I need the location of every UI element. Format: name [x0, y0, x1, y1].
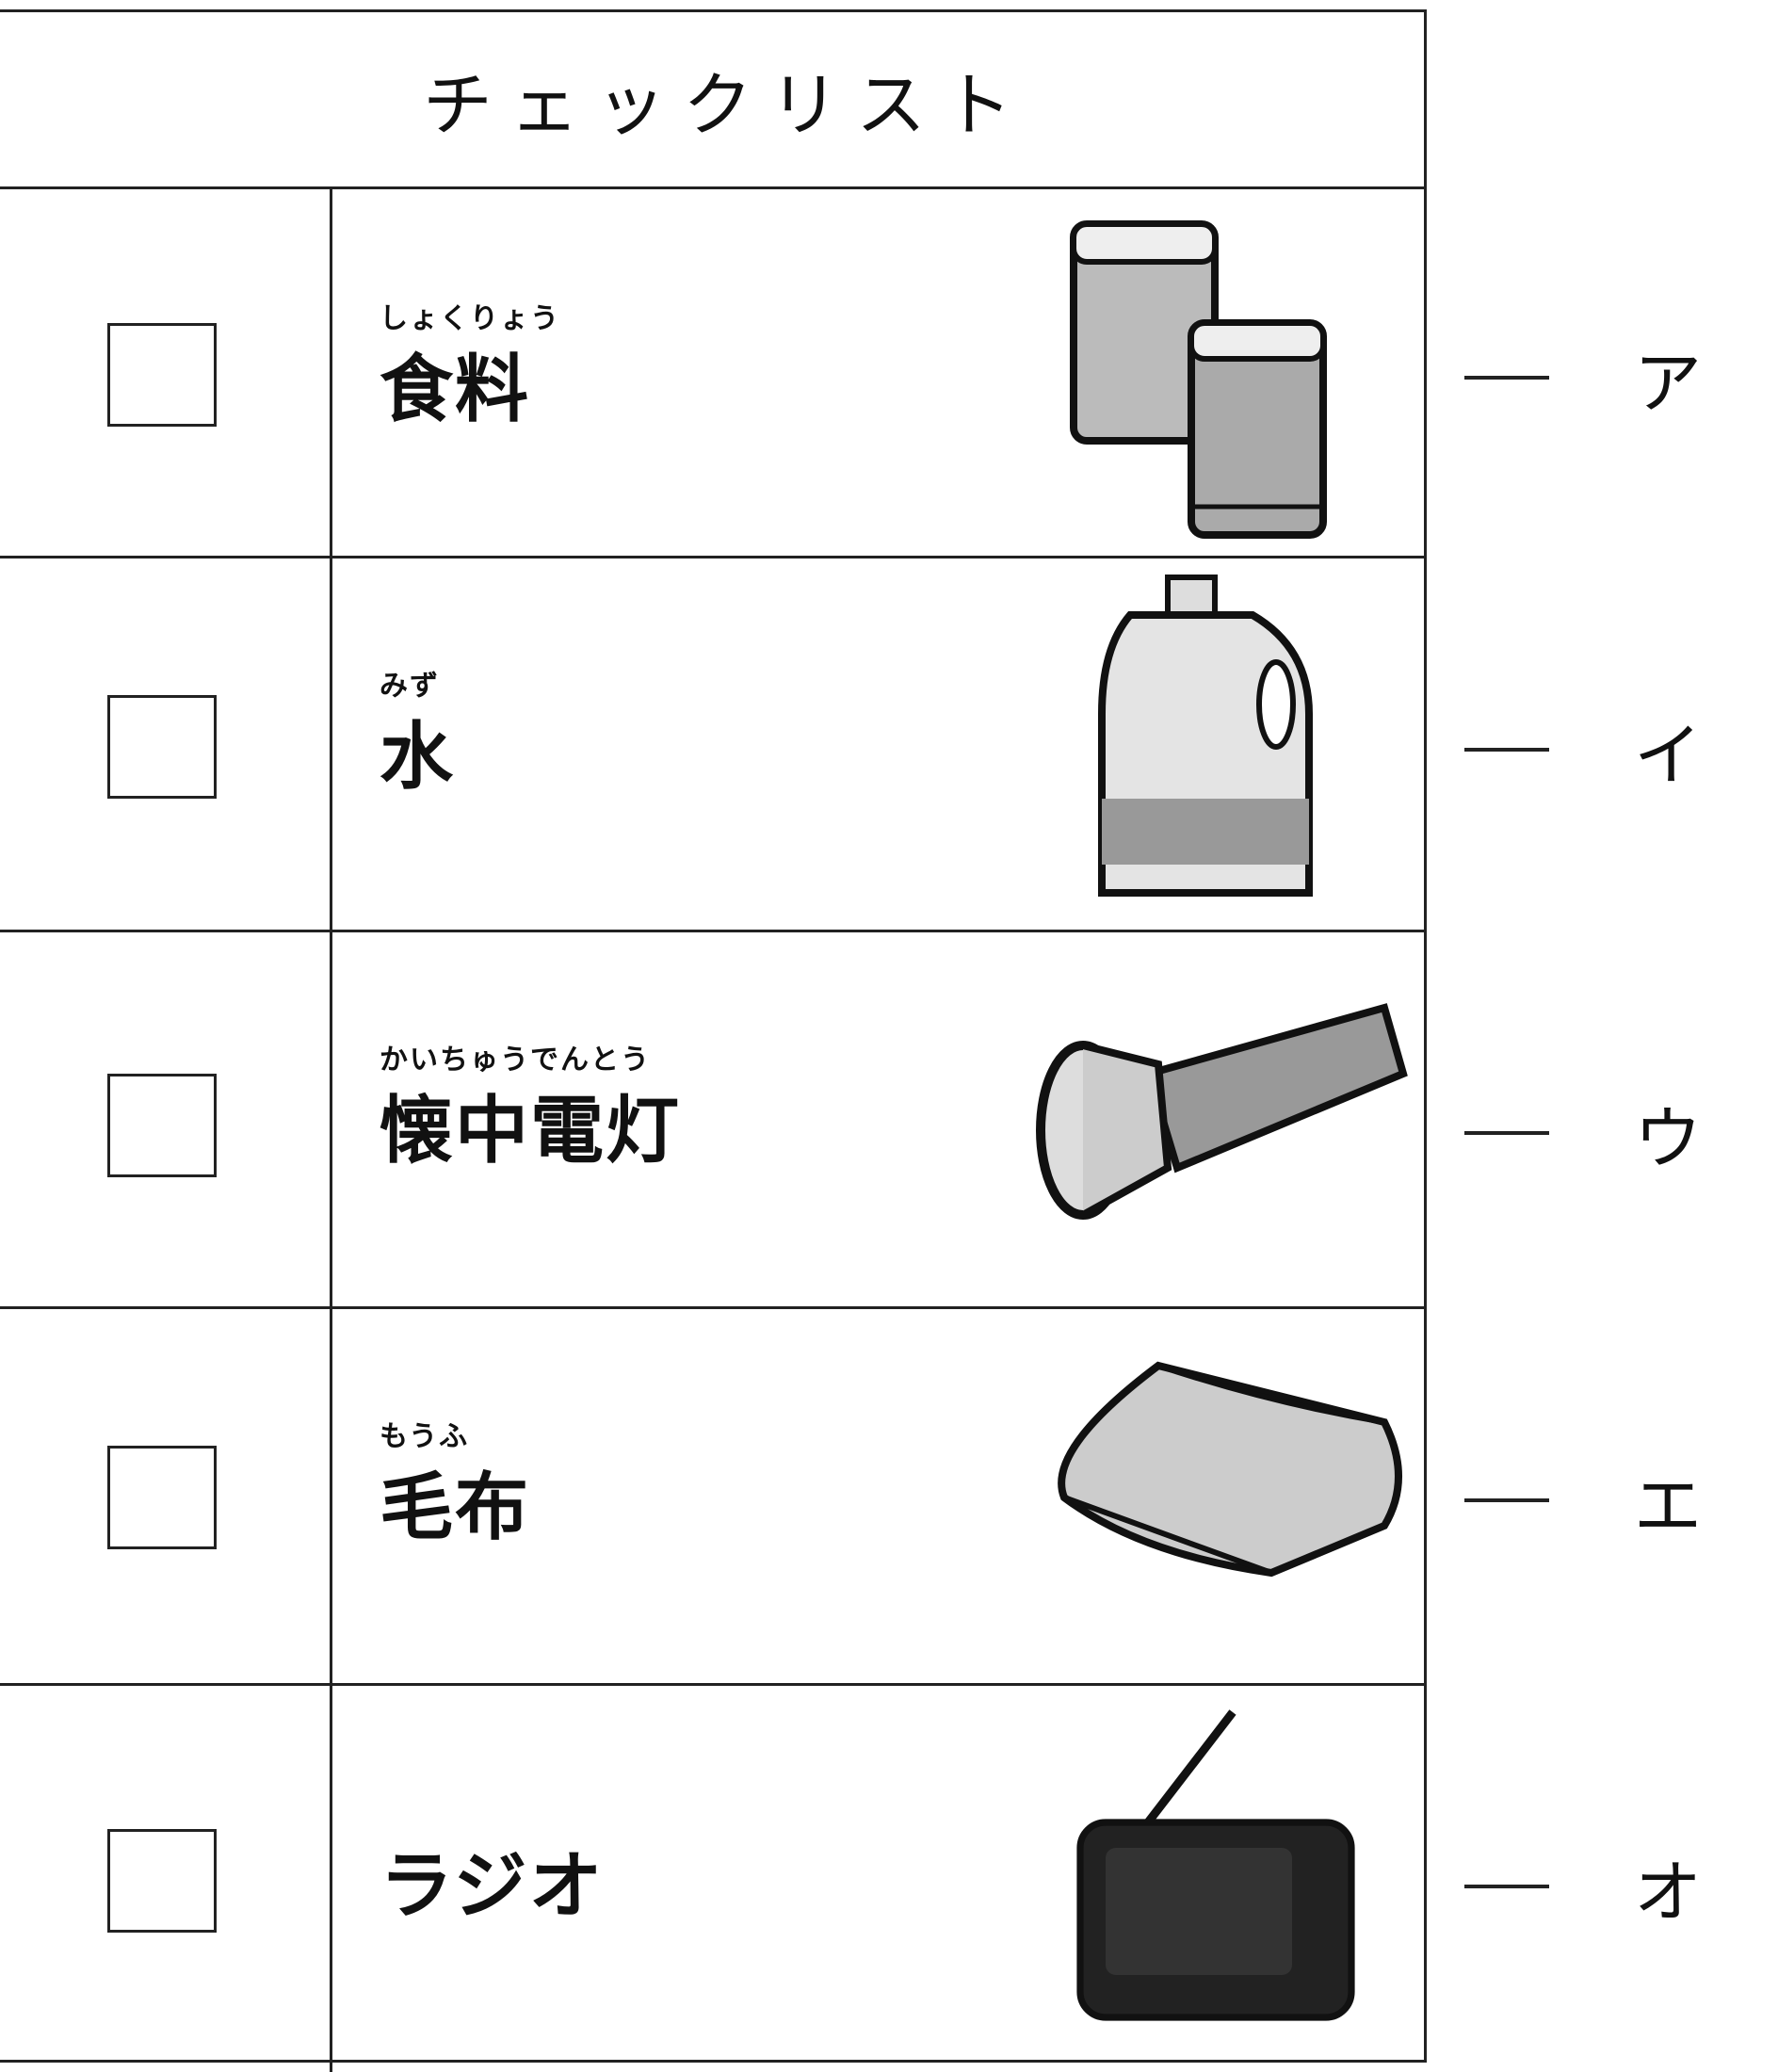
- furigana: もうふ: [380, 1420, 470, 1453]
- furigana: しょくりょう: [380, 302, 560, 335]
- option-letter: エ: [1634, 1466, 1703, 1546]
- column-divider: [330, 558, 332, 930]
- column-divider: [330, 186, 332, 556]
- item-name: ラジオ: [380, 1843, 605, 1929]
- column-divider: [330, 932, 332, 1306]
- checklist-row-blanket: もうふ 毛布 エ: [0, 1309, 1702, 1686]
- item-name: 懐中電灯: [380, 1088, 682, 1174]
- water-jug-illustration: [1098, 575, 1313, 897]
- furigana: かいちゅうでんとう: [380, 1044, 651, 1076]
- marker-food: ア: [1464, 328, 1702, 427]
- checklist-row-water: みず 水 イ: [0, 558, 1702, 932]
- blanket-illustration: [1058, 1361, 1402, 1578]
- furigana: みず: [380, 670, 440, 703]
- option-letter: ウ: [1634, 1099, 1703, 1178]
- dash: [1464, 1130, 1549, 1135]
- checkbox-radio[interactable]: [107, 1829, 217, 1933]
- marker-flashlight: ウ: [1464, 1083, 1702, 1182]
- checkbox-food[interactable]: [107, 323, 217, 427]
- canned-food-illustration: [1070, 220, 1327, 539]
- checkbox-blanket[interactable]: [107, 1446, 217, 1549]
- item-label-blanket: もうふ 毛布: [380, 1413, 530, 1554]
- checklist-title: チェックリスト: [423, 65, 1029, 146]
- checkbox-water[interactable]: [107, 695, 217, 799]
- dash: [1464, 375, 1549, 380]
- checklist-row-flashlight: かいちゅうでんとう 懐中電灯 ウ: [0, 932, 1702, 1309]
- option-letter: オ: [1634, 1853, 1703, 1932]
- column-divider: [330, 1309, 332, 1683]
- checklist-table: チェックリスト しょくりょう 食料 ア みず 水: [0, 9, 1702, 2072]
- title-row: チェックリスト: [0, 12, 1424, 189]
- checkbox-flashlight[interactable]: [107, 1074, 217, 1177]
- item-name: 毛布: [380, 1465, 531, 1550]
- dash: [1464, 1884, 1549, 1888]
- marker-radio: オ: [1464, 1837, 1702, 1935]
- radio-illustration: [1076, 1709, 1355, 2021]
- dash: [1464, 1497, 1549, 1502]
- marker-blanket: エ: [1464, 1450, 1702, 1549]
- item-label-radio: ラジオ: [380, 1827, 604, 1933]
- checklist-row-food: しょくりょう 食料 ア: [0, 186, 1702, 558]
- item-label-flashlight: かいちゅうでんとう 懐中電灯: [380, 1036, 681, 1177]
- item-name: 水: [380, 714, 456, 800]
- item-name: 食料: [380, 347, 531, 432]
- item-label-food: しょくりょう 食料: [380, 295, 560, 436]
- dash: [1464, 747, 1549, 752]
- item-label-water: みず 水: [380, 662, 455, 803]
- flashlight-illustration: [1036, 1003, 1408, 1220]
- marker-water: イ: [1464, 700, 1702, 799]
- column-divider: [330, 1686, 332, 2072]
- checklist-row-radio: ラジオ オ: [0, 1686, 1702, 2072]
- option-letter: イ: [1634, 716, 1703, 795]
- option-letter: ア: [1634, 344, 1703, 423]
